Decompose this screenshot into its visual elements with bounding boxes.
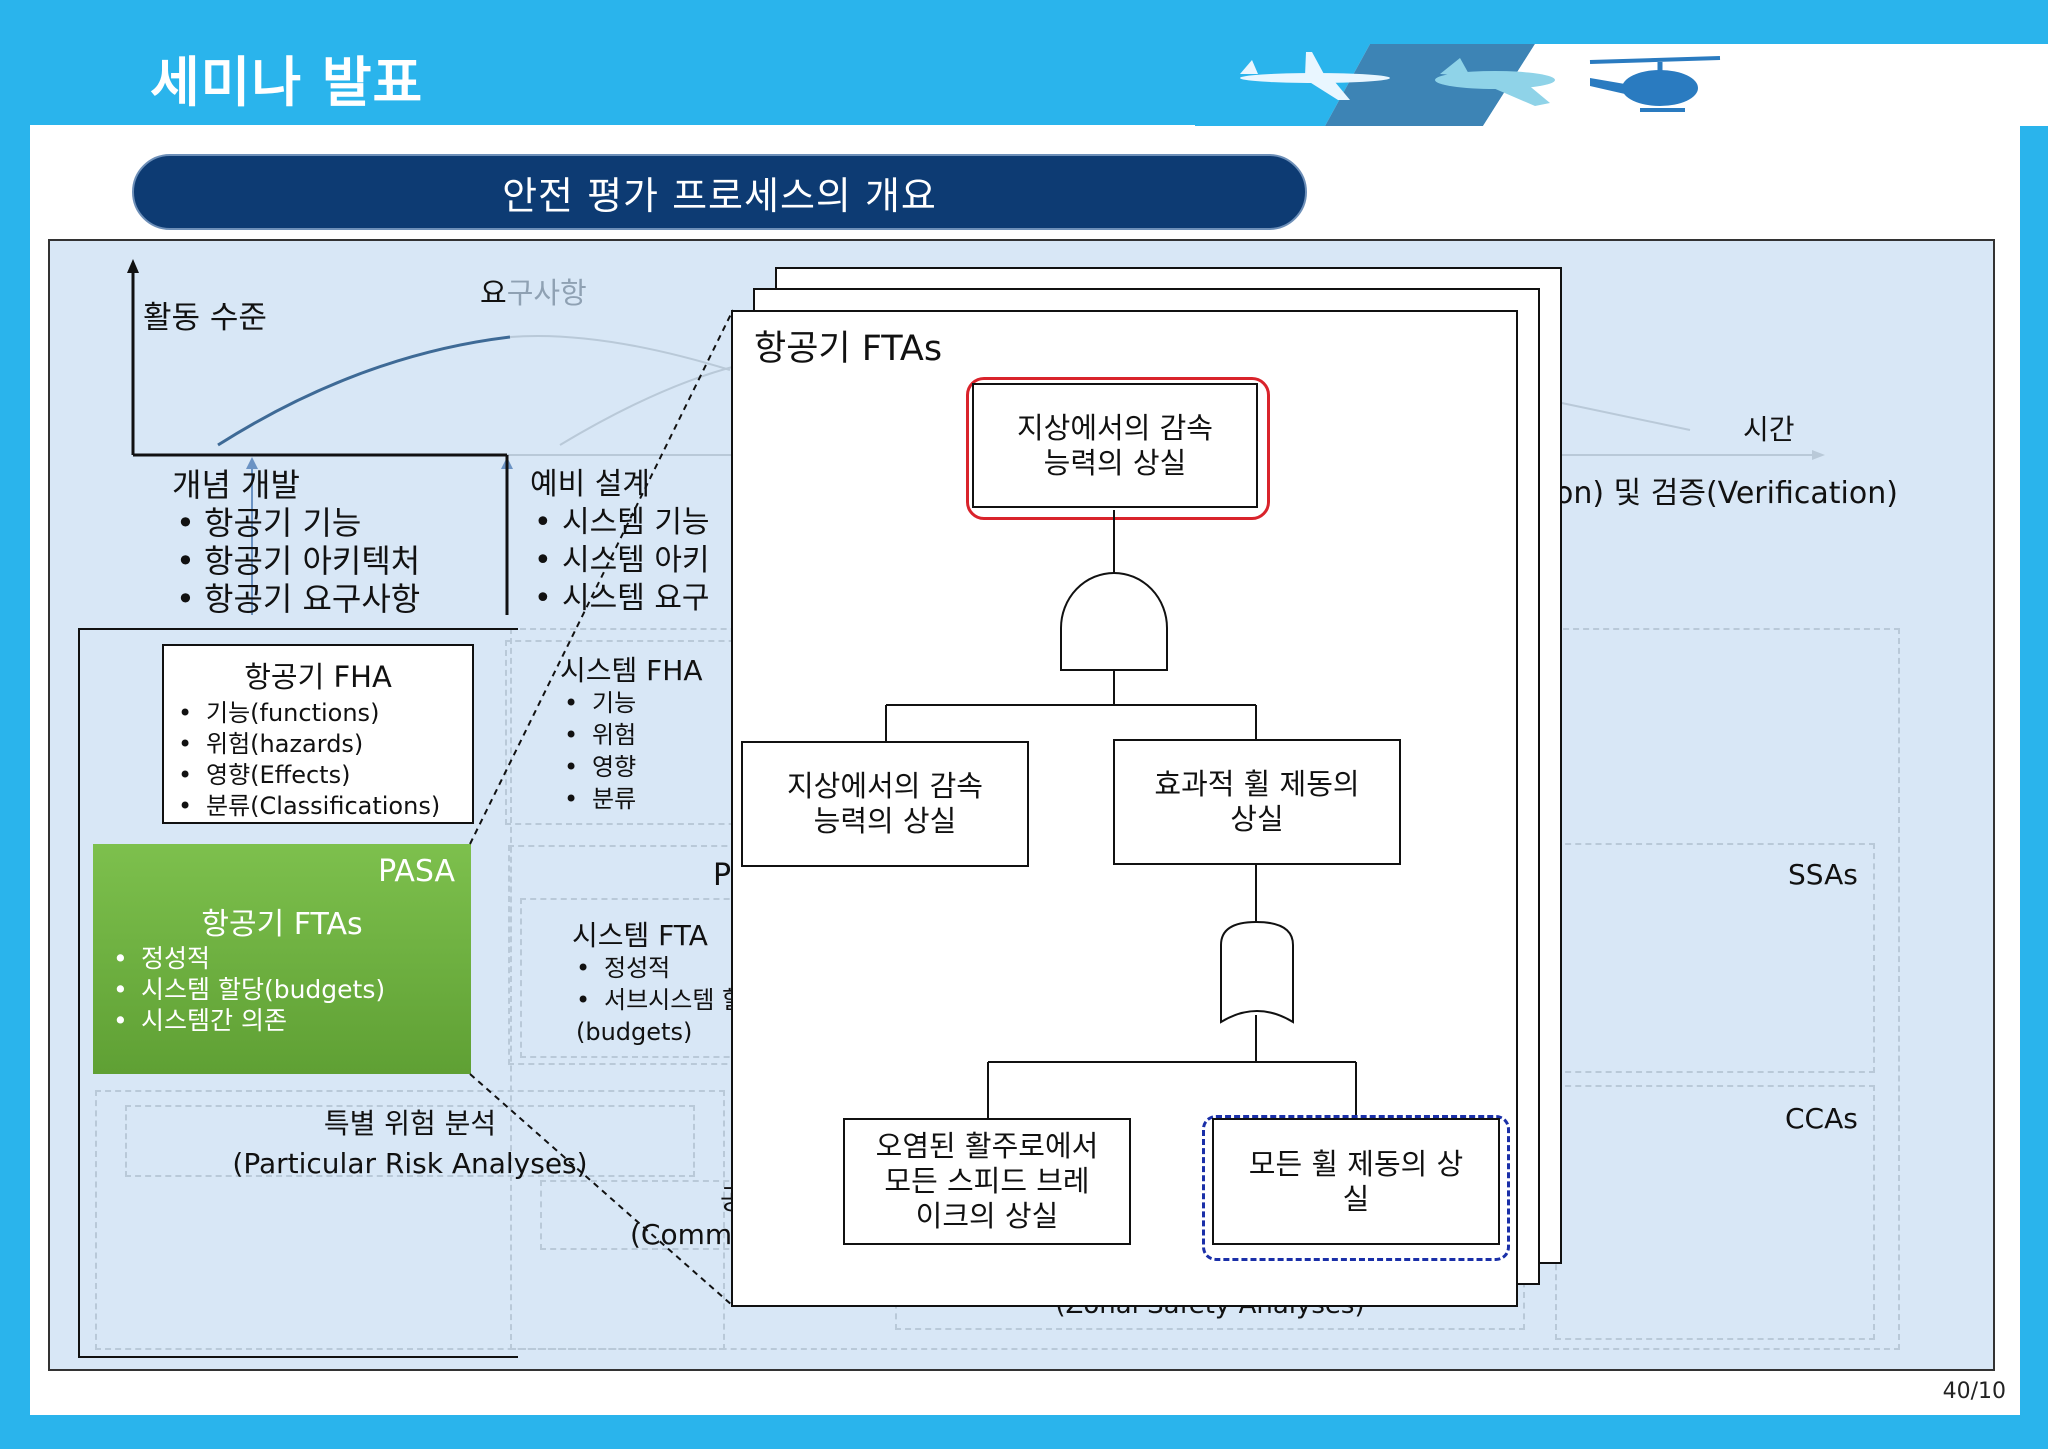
system-fta-item: 정성적 [572, 952, 744, 984]
system-fha-title: 시스템 FHA [560, 654, 703, 687]
system-fha-item: 분류 [560, 783, 703, 815]
fha-item: 위험(hazards) [174, 729, 462, 760]
prelim-design-title: 예비 설계 [530, 467, 650, 502]
system-fta-item: 서브시스템 할 [572, 984, 744, 1016]
fha-item: 분류(Classifications) [174, 791, 462, 822]
y-axis-label: 활동 수준 [143, 300, 267, 336]
pssa-label: P [713, 858, 732, 893]
cma-subtitle: (Comm [630, 1218, 733, 1251]
concept-item: 항공기 요구사항 [172, 580, 420, 618]
section-banner: 안전 평가 프로세스의 개요 [132, 154, 1307, 230]
concept-item: 항공기 아키텍처 [172, 542, 420, 580]
prelim-item: 시스템 기능 [530, 504, 710, 542]
system-fta-budgets: (budgets) [576, 1018, 693, 1046]
system-fha-item: 영향 [560, 751, 703, 783]
requirements-label: 요구사항 [480, 276, 587, 310]
aircraft-fha-box: 항공기 FHA 기능(functions) 위험(hazards) 영향(Eff… [162, 644, 474, 824]
prelim-design-phase: 예비 설계 시스템 기능 시스템 아키 시스템 요구 [530, 466, 710, 618]
pra-subtitle: (Particular Risk Analyses) [232, 1147, 588, 1180]
pasa-item: 시스템 할당(budgets) [109, 974, 455, 1005]
top-event-highlight [966, 377, 1270, 520]
faint-pra-outer [95, 1090, 725, 1350]
ccas-label: CCAs [1785, 1102, 1858, 1135]
and-gate [1060, 572, 1168, 671]
or-gate [1220, 920, 1294, 1024]
pra-label: 특별 위험 분석 (Particular Risk Analyses) [125, 1104, 695, 1184]
system-fta-title: 시스템 FTA [572, 919, 708, 952]
aircraft-fha-title: 항공기 FHA [244, 660, 392, 694]
page-number: 40/10 [1942, 1379, 2006, 1404]
fha-item: 영향(Effects) [174, 760, 462, 791]
pra-title: 특별 위험 분석 [323, 1107, 497, 1140]
ssas-label: SSAs [1788, 858, 1858, 891]
prelim-item: 시스템 요구 [530, 580, 710, 618]
system-fha-item: 위험 [560, 719, 703, 751]
concept-item: 항공기 기능 [172, 504, 420, 542]
helicopter-icon [1585, 50, 1725, 120]
pasa-title: 항공기 FTAs [201, 907, 363, 942]
airplane-icon [1230, 40, 1400, 110]
fault-tree-connectors [885, 510, 1357, 1118]
prelim-item: 시스템 아키 [530, 542, 710, 580]
validation-label: on) 및 검증(Verification) [1555, 476, 1898, 511]
basic-event-highlight [1202, 1115, 1510, 1261]
pasa-item: 시스템간 의존 [109, 1005, 455, 1036]
system-fta: 시스템 FTA 정성적 서브시스템 할 (budgets) [572, 920, 744, 1048]
aircraft-level-box [78, 628, 518, 1358]
top-event: 지상에서의 감속 능력의 상실 [972, 383, 1258, 508]
bottom-left-basic-event: 오염된 활주로에서 모든 스피드 브레 이크의 상실 [843, 1118, 1131, 1245]
pasa-item: 정성적 [109, 943, 455, 974]
faint-pra-box [125, 1105, 695, 1177]
pasa-label: PASA [378, 854, 455, 889]
page-title: 세미나 발표 [150, 51, 424, 114]
left-intermediate-event: 지상에서의 감속 능력의 상실 [741, 741, 1029, 867]
bottom-right-basic-event: 모든 휠 제동의 상 실 [1212, 1118, 1500, 1245]
drone-airplane-icon [1420, 48, 1570, 118]
right-intermediate-event: 효과적 휠 제동의 상실 [1113, 739, 1401, 865]
time-axis-label: 시간 [1743, 413, 1795, 446]
concept-phase-title: 개념 개발 [172, 466, 300, 504]
system-fha: 시스템 FHA 기능 위험 영향 분류 [560, 654, 703, 816]
system-fha-item: 기능 [560, 687, 703, 719]
fha-item: 기능(functions) [174, 698, 462, 729]
fta-title: 항공기 FTAs [754, 329, 943, 369]
pasa-box: PASA 항공기 FTAs 정성적 시스템 할당(budgets) 시스템간 의… [93, 844, 471, 1074]
concept-phase: 개념 개발 항공기 기능 항공기 아키텍처 항공기 요구사항 [172, 466, 420, 618]
